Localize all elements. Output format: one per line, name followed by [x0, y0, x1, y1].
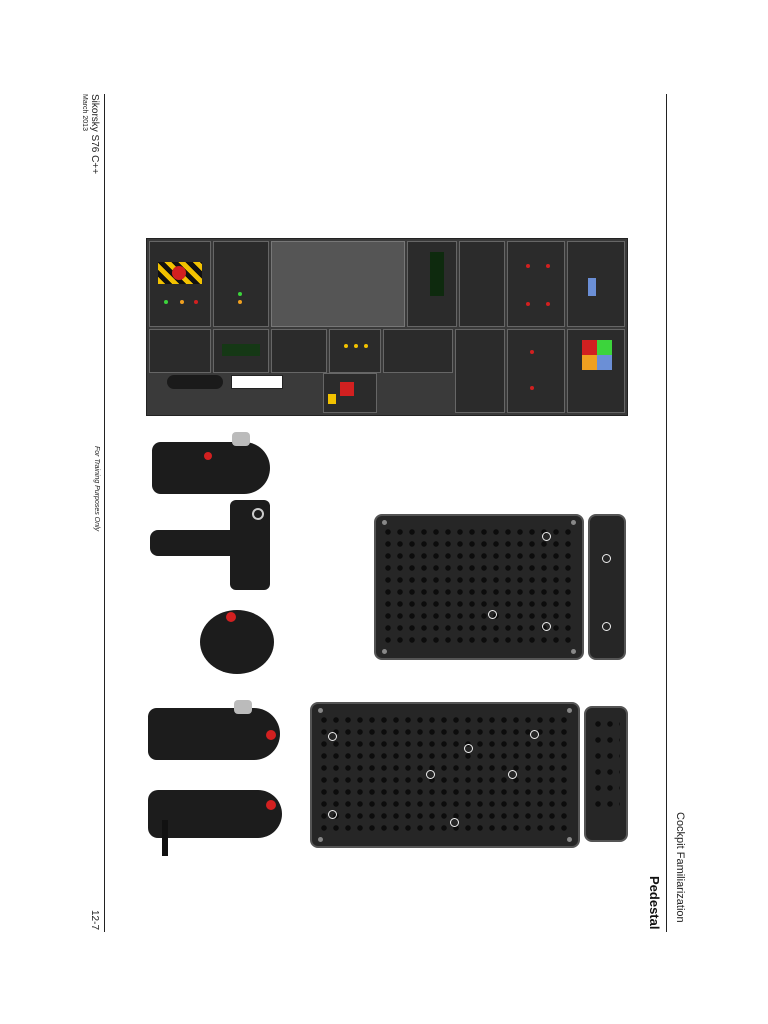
emergency-switch-panel	[323, 373, 377, 413]
page-number: 12-7	[89, 910, 100, 931]
aircraft-name: Sikorsky S76 C++	[89, 94, 100, 175]
pedestal-console-icon	[146, 238, 628, 416]
fire-panel	[149, 241, 211, 327]
annunciator-panel	[213, 329, 269, 373]
radio-panel-2	[459, 241, 505, 327]
keypad-panel	[567, 329, 625, 413]
header-rule	[666, 94, 667, 932]
engine-control-panel	[213, 241, 269, 327]
nav-panel	[455, 329, 505, 413]
switch-panel	[271, 329, 327, 373]
chapter-title: Cockpit Familiarization	[674, 812, 686, 923]
audio-panel-2	[507, 329, 565, 413]
publish-date: March 2013	[81, 94, 88, 131]
radio-panel-1	[407, 241, 457, 327]
footer-rule	[104, 94, 105, 932]
section-title: Pedestal	[647, 876, 662, 930]
audio-panel-1	[507, 241, 565, 327]
hydraulic-panel	[149, 329, 211, 373]
training-notice: For Training Purposes Only	[93, 446, 100, 532]
knob-panel	[383, 329, 453, 373]
display-unit	[271, 241, 405, 327]
transponder-panel	[567, 241, 625, 327]
fire-handle-icon	[158, 262, 202, 284]
parking-brake-handle-icon	[167, 375, 223, 389]
lighting-panel	[329, 329, 381, 373]
caution-label	[231, 375, 283, 389]
